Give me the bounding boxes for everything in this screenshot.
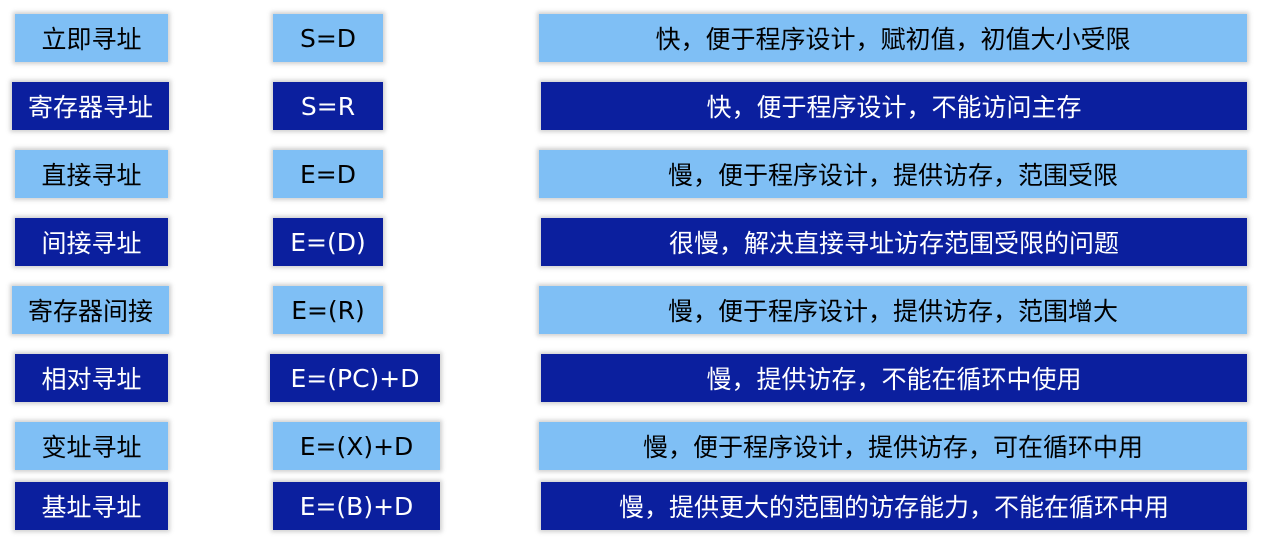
address-formula-box: E=(R) xyxy=(273,286,383,334)
address-formula-box: S=R xyxy=(273,82,383,130)
address-formula-box: S=D xyxy=(273,14,383,62)
mode-name-box: 直接寻址 xyxy=(15,150,168,198)
mode-description-box: 慢，提供访存，不能在循环中使用 xyxy=(541,354,1247,402)
mode-description-box: 快，便于程序设计，不能访问主存 xyxy=(541,82,1247,130)
address-formula-box: E=(D) xyxy=(273,218,383,266)
address-formula-box: E=(PC)+D xyxy=(270,354,440,402)
mode-description-box: 慢，提供更大的范围的访存能力，不能在循环中用 xyxy=(541,482,1247,530)
mode-description-box: 慢，便于程序设计，提供访存，范围受限 xyxy=(539,150,1247,198)
mode-name-box: 寄存器间接 xyxy=(12,286,169,334)
mode-description-box: 慢，便于程序设计，提供访存，范围增大 xyxy=(539,286,1247,334)
address-formula-box: E=D xyxy=(273,150,383,198)
addressing-mode-row: 相对寻址 E=(PC)+D 慢，提供访存，不能在循环中使用 xyxy=(0,354,1267,402)
address-formula-box: E=(X)+D xyxy=(273,422,440,470)
mode-name-box: 相对寻址 xyxy=(15,354,168,402)
addressing-mode-row: 立即寻址 S=D 快，便于程序设计，赋初值，初值大小受限 xyxy=(0,14,1267,62)
mode-name-box: 寄存器寻址 xyxy=(12,82,169,130)
addressing-mode-row: 直接寻址 E=D 慢，便于程序设计，提供访存，范围受限 xyxy=(0,150,1267,198)
addressing-mode-row: 基址寻址 E=(B)+D 慢，提供更大的范围的访存能力，不能在循环中用 xyxy=(0,482,1267,530)
mode-description-box: 很慢，解决直接寻址访存范围受限的问题 xyxy=(541,218,1247,266)
addressing-mode-row: 间接寻址 E=(D) 很慢，解决直接寻址访存范围受限的问题 xyxy=(0,218,1267,266)
mode-description-box: 慢，便于程序设计，提供访存，可在循环中用 xyxy=(539,422,1247,470)
mode-name-box: 变址寻址 xyxy=(15,422,168,470)
mode-name-box: 间接寻址 xyxy=(15,218,168,266)
address-formula-box: E=(B)+D xyxy=(273,482,440,530)
mode-name-box: 基址寻址 xyxy=(15,482,168,530)
addressing-mode-row: 变址寻址 E=(X)+D 慢，便于程序设计，提供访存，可在循环中用 xyxy=(0,422,1267,470)
addressing-mode-row: 寄存器寻址 S=R 快，便于程序设计，不能访问主存 xyxy=(0,82,1267,130)
mode-description-box: 快，便于程序设计，赋初值，初值大小受限 xyxy=(539,14,1247,62)
addressing-mode-row: 寄存器间接 E=(R) 慢，便于程序设计，提供访存，范围增大 xyxy=(0,286,1267,334)
mode-name-box: 立即寻址 xyxy=(15,14,168,62)
